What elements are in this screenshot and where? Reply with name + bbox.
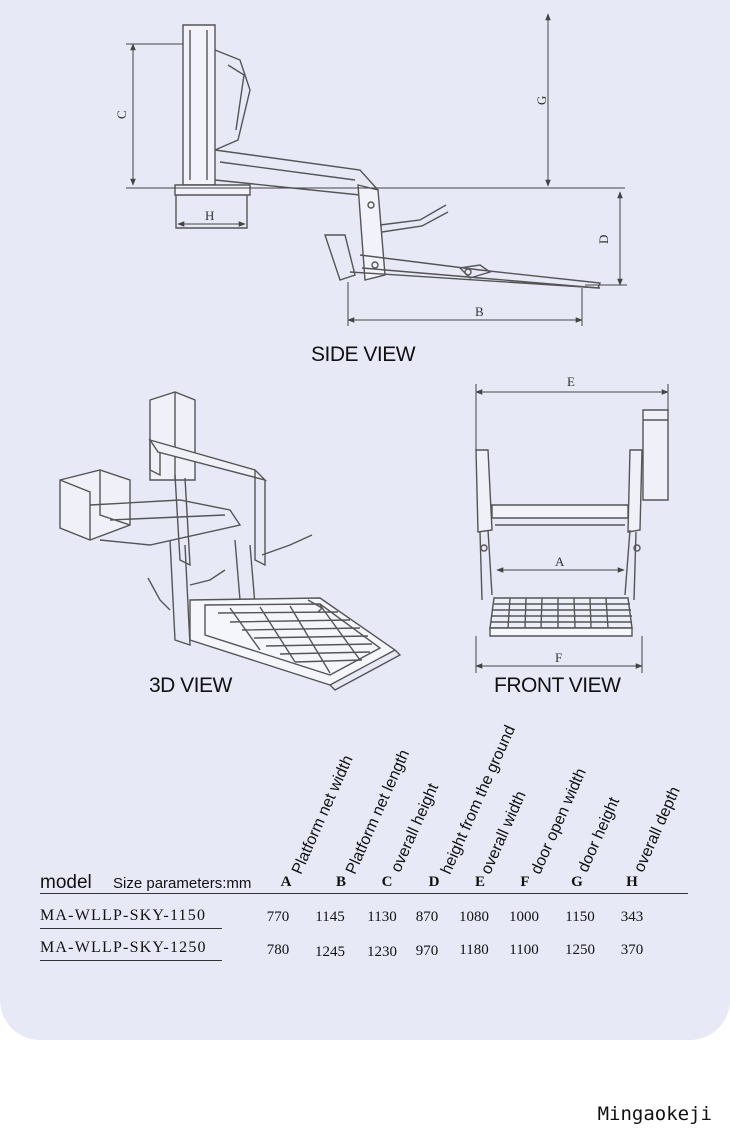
dim-letter-h: H [205, 208, 214, 223]
three-d-view-label: 3D VIEW [149, 674, 232, 697]
side-view-label: SIDE VIEW [311, 343, 416, 366]
model-name-row-2: MA-WLLP-SKY-1250 [40, 939, 207, 956]
column-letter-b: B [335, 874, 346, 890]
side-view-dimensions [126, 13, 627, 326]
cell-row-1-d: 870 [415, 909, 439, 925]
brand-name: Mingaokeji [597, 1103, 712, 1125]
cell-row-2-f: 1100 [509, 942, 539, 958]
cell-row-1-a: 770 [266, 909, 290, 925]
dim-letter-a: A [555, 554, 565, 569]
cell-row-1-f: 1000 [509, 909, 539, 925]
dim-letter-f: F [555, 650, 562, 665]
cell-row-2-b: 1245 [315, 944, 345, 960]
cell-row-2-a: 780 [266, 942, 290, 958]
dim-letter-d: D [596, 235, 611, 244]
column-letter-c: C [381, 874, 393, 890]
three-d-view-drawing [59, 391, 402, 691]
cell-row-2-g: 1250 [565, 942, 595, 958]
cell-row-2-h: 370 [620, 942, 644, 958]
cell-row-1-b: 1145 [315, 909, 345, 925]
cell-row-1-c: 1130 [367, 909, 397, 925]
column-letter-h: H [626, 874, 638, 890]
cell-row-2-d: 970 [415, 943, 439, 959]
column-letter-d: D [428, 874, 440, 890]
side-view-drawing [174, 24, 601, 289]
row-1-rule [40, 928, 222, 929]
column-letter-g: G [571, 874, 583, 890]
dim-letter-b: B [475, 304, 484, 319]
row-2-rule [40, 960, 222, 961]
front-view-dimensions [475, 384, 669, 673]
cell-row-1-e: 1080 [459, 909, 489, 925]
front-view-label: FRONT VIEW [494, 674, 621, 697]
cell-row-1-g: 1150 [565, 909, 595, 925]
column-letter-a: A [280, 874, 292, 890]
model-name-row-1: MA-WLLP-SKY-1150 [40, 907, 207, 924]
cell-row-1-h: 343 [620, 909, 644, 925]
dimension-letters: C G H D B E A F [114, 96, 611, 665]
column-letter-f: F [520, 874, 530, 890]
front-view-drawing [475, 409, 669, 637]
model-header: model [40, 872, 92, 893]
header-rule [40, 893, 688, 894]
cell-row-2-e: 1180 [459, 942, 489, 958]
dim-letter-g: G [534, 96, 549, 105]
size-parameters-header: Size parameters:mm [113, 875, 252, 892]
cell-row-2-c: 1230 [367, 944, 397, 960]
dim-letter-e: E [567, 374, 575, 389]
column-letter-e: E [474, 874, 485, 890]
dim-letter-c: C [114, 110, 129, 119]
technical-drawings: C G H D B E A F [59, 13, 669, 691]
